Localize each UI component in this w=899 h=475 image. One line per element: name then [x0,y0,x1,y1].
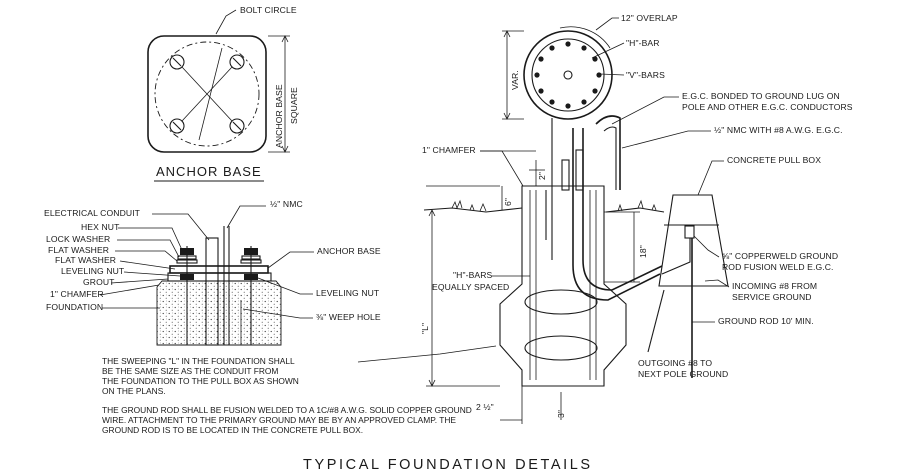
egc-bonded-label-1: E.G.C. BONDED TO GROUND LUG ON [682,91,840,101]
egc-bonded-label-2: POLE AND OTHER E.G.C. CONDUCTORS [682,102,853,112]
flat-washer-label-2: FLAT WASHER [55,255,116,265]
hex-nut-label: HEX NUT [81,222,120,232]
foundation-label: FOUNDATION [46,302,103,312]
note-2-line-3: GROUND ROD IS TO BE LOCATED IN THE CONCR… [102,425,363,435]
grout-label: GROUT [83,277,115,287]
lock-washer-label: LOCK WASHER [46,234,110,244]
note-1-line-1: THE SWEEPING "L" IN THE FOUNDATION SHALL [102,356,295,366]
h-bar-label: "H"-BAR [626,38,660,48]
note-1-line-4: ON THE PLANS. [102,386,166,396]
general-notes: THE SWEEPING "L" IN THE FOUNDATION SHALL… [102,345,497,435]
h-bars-label-2: EQUALLY SPACED [432,282,509,292]
drawing-title: TYPICAL FOUNDATION DETAILS [303,457,593,473]
overlap-label: 12" OVERLAP [621,13,678,23]
square-dim-label: SQUARE [289,87,299,124]
anchor-base-section-label: ANCHOR BASE [317,246,381,256]
note-1-line-2: BE THE SAME SIZE AS THE CONDUIT FROM [102,366,278,376]
incoming-label-2: SERVICE GROUND [732,292,812,302]
note-2-line-2: WIRE. ATTACHMENT TO THE PRIMARY GROUND M… [102,415,456,425]
pull-box-label: CONCRETE PULL BOX [727,155,821,165]
outgoing-label-1: OUTGOING #8 TO [638,358,712,368]
anchor-bolt-holes [169,54,245,134]
note-2-line-1: THE GROUND ROD SHALL BE FUSION WELDED TO… [102,405,472,415]
outgoing-label-2: NEXT POLE GROUND [638,369,728,379]
h-bars-label-1: "H"-BARS [453,270,493,280]
v-bars-label: "V"-BARS [626,70,665,80]
dim-bottom-label: 3" [556,410,566,418]
anchor-base-section: ELECTRICAL CONDUIT HEX NUT LOCK WASHER F… [44,199,381,346]
leveling-nut-right-label: LEVELING NUT [316,288,380,298]
dim-2half-label: 2 ½" [476,402,494,412]
foundation-section: 2" 6" 18" "L" 2 ½" 3" E.G.C. BONDED TO G… [420,91,853,424]
anchor-base-heading: ANCHOR BASE [156,164,262,179]
ground-rod-label: GROUND ROD 10' MIN. [718,316,814,326]
copperweld-label-2: ROD FUSION WELD E.G.C. [722,262,834,272]
chamfer-right-label: 1" CHAMFER [422,145,476,155]
bolt-circle-label: BOLT CIRCLE [240,5,297,15]
anchor-base-plan: BOLT CIRCLE ANCHOR BASE SQUARE ANCHOR BA… [147,5,299,182]
incoming-label-1: INCOMING #8 FROM [732,281,817,291]
copperweld-label-1: ⅝" COPPERWELD GROUND [722,251,838,261]
dim-18-label: 18" [638,245,648,258]
dim-L-label: "L" [420,323,430,334]
dim-grade-label: 6" [503,198,513,206]
note-1-line-3: THE FOUNDATION TO THE PULL BOX AS SHOWN [102,376,299,386]
v-bar-dots [534,41,602,109]
pole-plan-view: 12" OVERLAP "H"-BAR "V"-BARS VAR. [502,13,678,120]
var-dim-label: VAR. [510,70,520,90]
nmc-egc-label: ½" NMC WITH #8 A.W.G. E.G.C. [714,125,843,135]
anchor-base-dim-label: ANCHOR BASE [274,84,284,148]
electrical-conduit-label: ELECTRICAL CONDUIT [44,208,141,218]
chamfer-left-label: 1" CHAMFER [50,289,104,299]
leveling-nut-left-label: LEVELING NUT [61,266,125,276]
nmc-label: ½" NMC [270,199,303,209]
weep-hole-label: ⅜" WEEP HOLE [316,312,381,322]
dim-top-label: 2" [537,172,547,180]
flat-washer-label-1: FLAT WASHER [48,245,109,255]
